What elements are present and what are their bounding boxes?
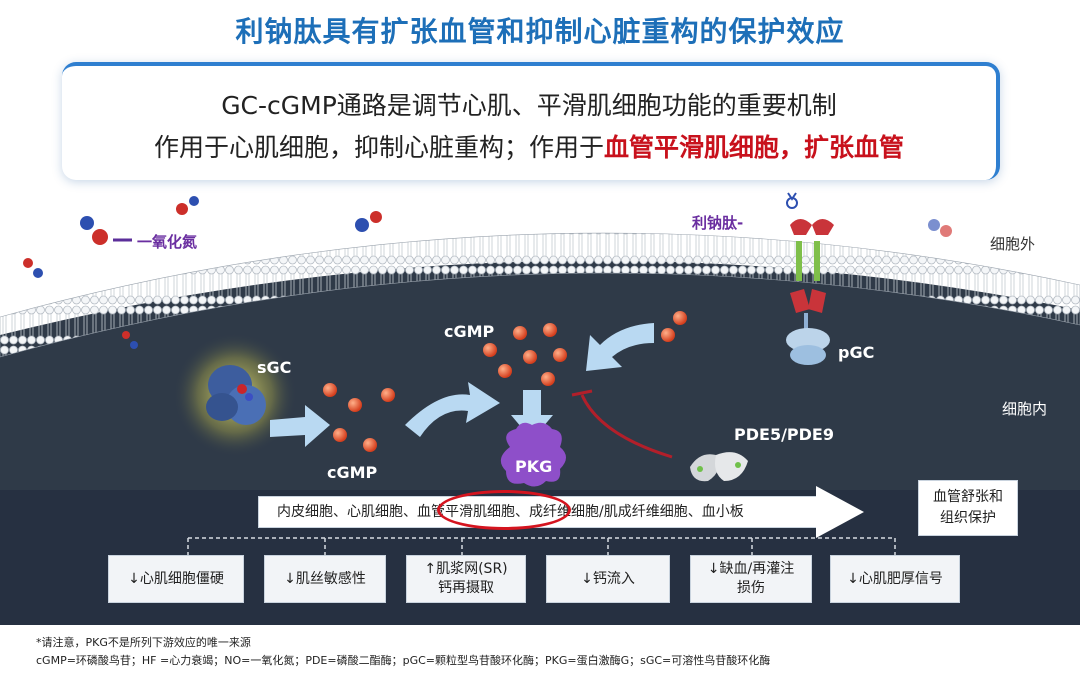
- pkg-label: PKG: [515, 457, 553, 476]
- pde-enzyme-icon: [690, 452, 748, 482]
- effect-6-line-1: ↓心肌肥厚信号: [847, 570, 943, 587]
- summary-box: GC-cGMP通路是调节心肌、平滑肌细胞功能的重要机制 作用于心肌细胞，抑制心脏…: [62, 62, 1000, 180]
- effect-5-line-1: ↓缺血/再灌注: [707, 561, 795, 577]
- result-line-1: 血管舒张和: [933, 489, 1003, 505]
- effect-4-line-1: ↓钙流入: [581, 570, 635, 587]
- effect-3-line-2: 钙再摄取: [438, 580, 494, 596]
- cgmp-cluster-top: [483, 311, 687, 386]
- no-label: 一氧化氮: [137, 233, 198, 251]
- pde-label: PDE5/PDE9: [734, 425, 834, 444]
- effect-5-line-2: 损伤: [736, 580, 765, 596]
- effect-3-line-1: ↑肌浆网(SR): [424, 561, 508, 577]
- page-title: 利钠肽具有扩张血管和抑制心脏重构的保护效应: [235, 15, 845, 48]
- effect-1-line-1: ↓心肌细胞僵硬: [128, 570, 224, 587]
- cgmp-top-label: cGMP: [444, 322, 495, 341]
- effect-box-5: ↓缺血/再灌注损伤: [690, 555, 812, 603]
- cell-membrane: [0, 232, 1080, 358]
- result-box: 血管舒张和 组织保护: [918, 480, 1018, 536]
- effect-box-2: ↓肌丝敏感性: [264, 555, 386, 603]
- summary-line-1: GC-cGMP通路是调节心肌、平滑肌细胞功能的重要机制: [221, 91, 837, 120]
- summary-line-2-prefix: 作用于心肌细胞，抑制心脏重构；作用于: [153, 133, 604, 162]
- smooth-muscle-highlight-oval: [437, 490, 571, 530]
- effect-2-line-1: ↓肌丝敏感性: [284, 570, 366, 587]
- effect-box-4: ↓钙流入: [546, 555, 670, 603]
- pde-inhibition-line: [580, 394, 673, 459]
- effect-box-3: ↑肌浆网(SR) 钙再摄取: [406, 555, 526, 603]
- flow-arrow-head: [816, 486, 864, 538]
- cgmp-left-label: cGMP: [327, 463, 378, 482]
- footnote-1: *请注意，PKG不是所列下游效应的唯一来源: [36, 636, 251, 649]
- pgc-receptor-icon: [786, 241, 830, 365]
- result-line-2: 组织保护: [940, 510, 996, 526]
- effect-box-6: ↓心肌肥厚信号: [830, 555, 960, 603]
- pkg-protein-icon: [500, 422, 566, 487]
- pde-inhibition-bar: [571, 389, 593, 397]
- footnote-2: cGMP=环磷酸鸟苷；HF =心力衰竭；NO=一氧化氮；PDE=磷酸二酯酶；pG…: [36, 654, 771, 667]
- sgc-enzyme-icon: [206, 365, 266, 425]
- natriuretic-peptide-icon: [786, 192, 834, 235]
- no-molecule-icon: [23, 196, 952, 349]
- natriuretic-peptide-label: 利钠肽-: [692, 214, 744, 232]
- effect-box-1: ↓心肌细胞僵硬: [108, 555, 244, 603]
- effects-connector: [187, 537, 896, 555]
- extracellular-label: 细胞外: [990, 235, 1036, 253]
- summary-line-2-highlight: 血管平滑肌细胞，扩张血管: [604, 133, 905, 162]
- summary-line-2: 作用于心肌细胞，抑制心脏重构；作用于血管平滑肌细胞，扩张血管: [62, 128, 996, 164]
- sgc-label: sGC: [257, 358, 292, 377]
- cgmp-cluster-left: [323, 383, 395, 452]
- pgc-label: pGC: [838, 343, 875, 362]
- intracellular-label: 细胞内: [1002, 400, 1048, 418]
